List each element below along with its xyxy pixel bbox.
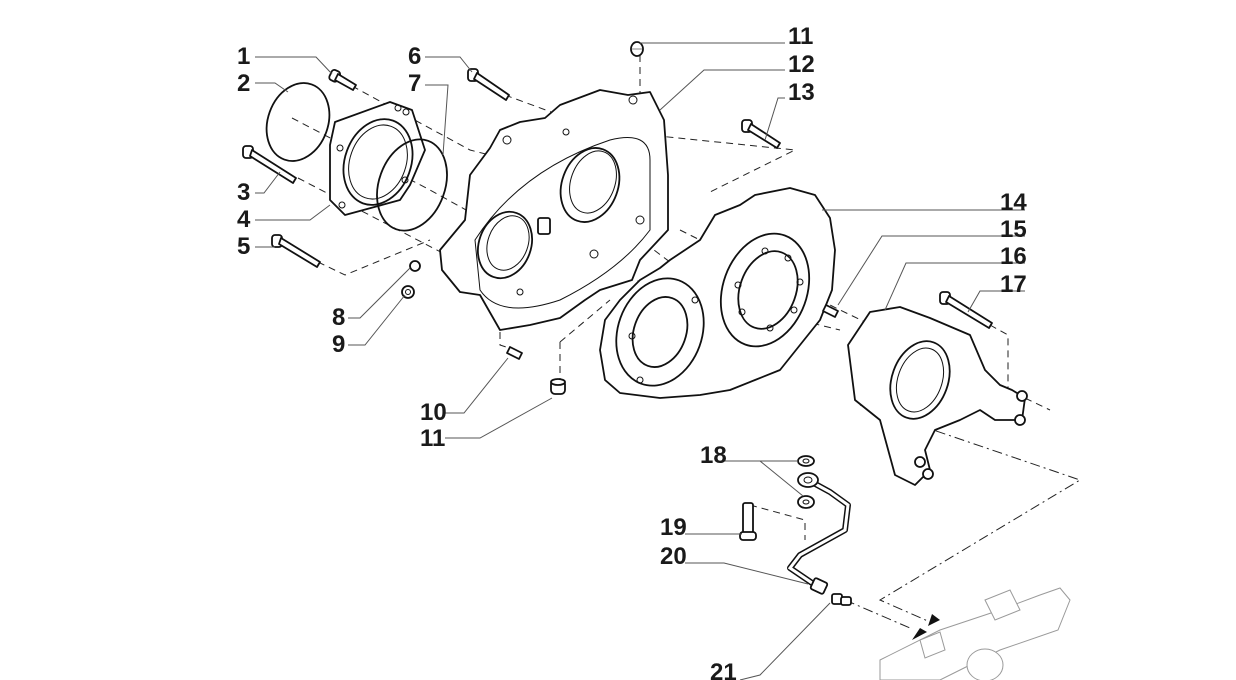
part-3-screw[interactable] [242,145,297,184]
part-20-pipe[interactable] [787,472,851,595]
part-12-front-cover[interactable] [439,89,669,331]
part-18-washer-bottom[interactable] [797,495,815,509]
part-16-support-housing[interactable] [847,306,1028,486]
part-14-gear-housing[interactable] [599,187,836,399]
callout-8: 8 [332,304,345,331]
callout-17: 17 [1000,271,1027,298]
part-15-dowel-pin[interactable] [822,304,839,318]
part-18-washer-top[interactable] [797,455,815,467]
callout-19: 19 [660,514,687,541]
callout-11-top: 11 [788,23,813,50]
callout-20: 20 [660,543,687,570]
part-19-banjo-bolt[interactable] [739,502,757,541]
callout-3: 3 [237,179,250,206]
callout-4: 4 [237,206,251,233]
leader-lines [255,42,1025,680]
callout-7: 7 [408,70,421,97]
part-5-screw[interactable] [271,234,321,268]
part-6-screw[interactable] [467,68,510,101]
part-21-fitting[interactable] [831,593,852,606]
callout-labels: 1 2 3 4 5 6 7 8 9 10 11 11 12 13 14 15 1… [237,23,1027,680]
callout-21: 21 [710,659,737,680]
part-17-screw[interactable] [939,291,993,329]
part-1-screw[interactable] [328,68,357,91]
part-7-o-ring[interactable] [365,130,459,241]
callout-14: 14 [1000,189,1027,216]
arrow-head-icon [928,614,940,626]
reference-axle-ghost [879,587,1071,680]
part-13-screw[interactable] [741,119,781,149]
callout-9: 9 [332,331,345,358]
part-8-plug[interactable] [409,260,421,272]
arrow-head-icon [912,628,927,640]
callout-18: 18 [700,442,727,469]
part-11-plug-top[interactable] [630,41,644,57]
part-4-bearing-flange[interactable] [329,101,426,216]
callout-16: 16 [1000,243,1027,270]
callout-1: 1 [237,43,250,70]
callout-12: 12 [788,51,815,78]
callout-10: 10 [420,399,447,426]
part-2-o-ring[interactable] [256,74,340,170]
part-11-plug-bottom[interactable] [550,378,566,395]
callout-11-bottom: 11 [420,425,445,452]
callout-15: 15 [1000,216,1027,243]
part-10-dowel-pin[interactable] [506,346,523,360]
callout-13: 13 [788,79,815,106]
callout-6: 6 [408,43,421,70]
callout-5: 5 [237,233,250,260]
callout-2: 2 [237,70,250,97]
